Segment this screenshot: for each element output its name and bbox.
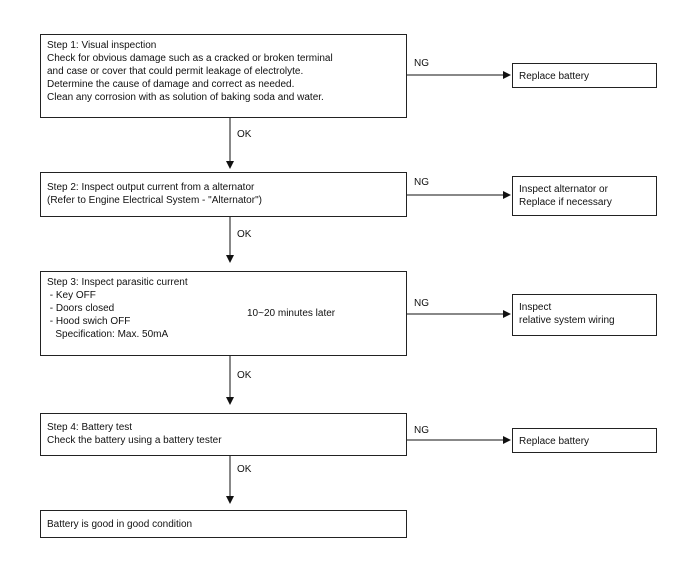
step4-line: Check the battery using a battery tester — [47, 435, 222, 446]
final-line: Battery is good in good condition — [47, 519, 193, 530]
step1-line: Check for obvious damage such as a crack… — [47, 53, 333, 64]
ok-label-1: OK — [237, 129, 252, 140]
step3-line: - Doors closed — [47, 303, 115, 314]
step1-line: Step 1: Visual inspection — [47, 40, 157, 51]
step2-line: Step 2: Inspect output current from a al… — [47, 182, 255, 193]
step3-ng-label: NG — [414, 298, 429, 309]
step3-line: Specification: Max. 50mA — [47, 329, 169, 340]
step2-result-line: Replace if necessary — [519, 197, 612, 208]
step1-box: Step 1: Visual inspection Check for obvi… — [40, 34, 407, 118]
step1-line: and case or cover that could permit leak… — [47, 66, 304, 77]
step2-ng-label: NG — [414, 177, 429, 188]
step2-result-line: Inspect alternator or — [519, 184, 608, 195]
step3-line: - Hood swich OFF — [47, 316, 131, 327]
step3-line: Step 3: Inspect parasitic current — [47, 277, 188, 288]
step4-result-line: Replace battery — [519, 436, 590, 447]
final-box: Battery is good in good condition — [40, 510, 407, 538]
step1-line: Determine the cause of damage and correc… — [47, 79, 295, 90]
ok-label-4: OK — [237, 464, 252, 475]
step4-ng-label: NG — [414, 425, 429, 436]
step1-ng-label: NG — [414, 58, 429, 69]
step3-bracket-note: 10~20 minutes later — [247, 308, 336, 319]
step3-result-box: Inspect relative system wiring — [512, 294, 657, 336]
step3-line: - Key OFF — [47, 290, 96, 301]
ok-label-2: OK — [237, 229, 252, 240]
step3-result-line: Inspect — [519, 302, 552, 313]
step1-result-box: Replace battery — [512, 63, 657, 88]
step2-box: Step 2: Inspect output current from a al… — [40, 172, 407, 217]
step2-line: (Refer to Engine Electrical System - "Al… — [47, 195, 262, 206]
step4-result-box: Replace battery — [512, 428, 657, 453]
step4-box: Step 4: Battery test Check the battery u… — [40, 413, 407, 456]
step1-result-line: Replace battery — [519, 71, 590, 82]
step4-line: Step 4: Battery test — [47, 422, 133, 433]
step2-result-box: Inspect alternator or Replace if necessa… — [512, 176, 657, 216]
step3-result-line: relative system wiring — [519, 315, 615, 326]
step1-line: Clean any corrosion with as solution of … — [47, 92, 324, 103]
ok-label-3: OK — [237, 370, 252, 381]
step3-box: Step 3: Inspect parasitic current - Key … — [40, 271, 407, 356]
